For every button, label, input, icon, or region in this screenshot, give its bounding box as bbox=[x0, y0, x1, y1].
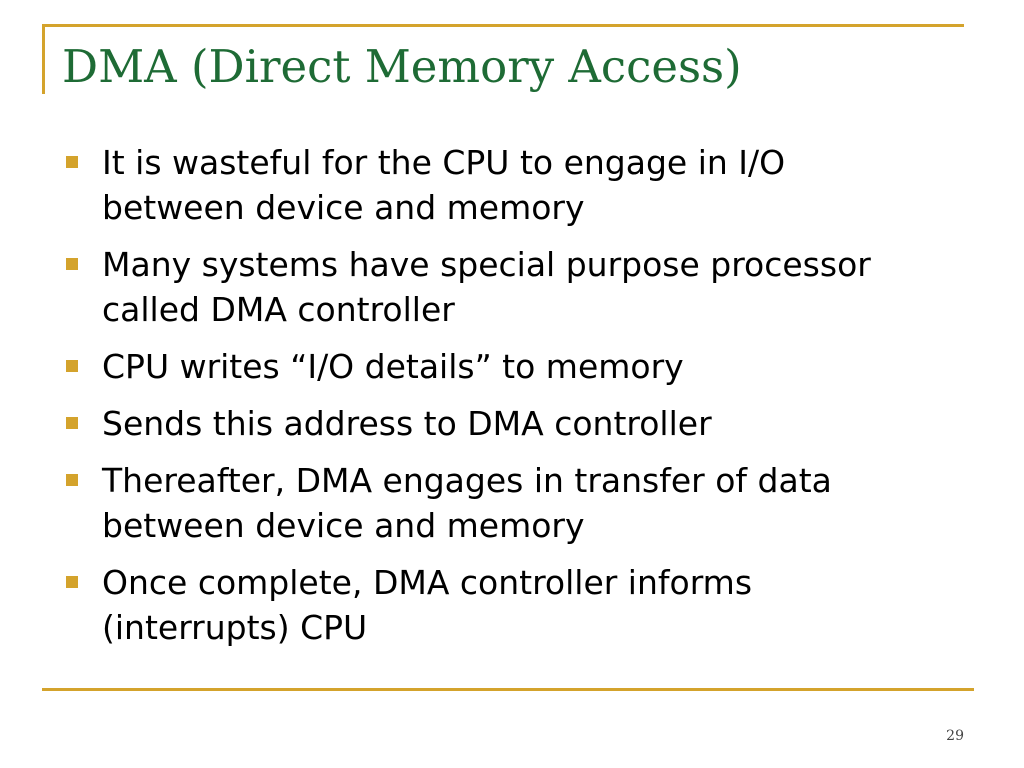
bullet-list: It is wasteful for the CPU to engage in … bbox=[66, 140, 926, 662]
bullet-item: It is wasteful for the CPU to engage in … bbox=[66, 140, 926, 230]
bottom-rule bbox=[42, 688, 974, 691]
bullet-item: Thereafter, DMA engages in transfer of d… bbox=[66, 458, 926, 548]
bullet-text: Many systems have special purpose proces… bbox=[102, 245, 871, 329]
left-rule bbox=[42, 24, 45, 94]
bullet-text: Sends this address to DMA controller bbox=[102, 404, 712, 443]
bullet-text: Once complete, DMA controller informs (i… bbox=[102, 563, 753, 647]
bullet-item: CPU writes “I/O details” to memory bbox=[66, 344, 926, 389]
bullet-text: Thereafter, DMA engages in transfer of d… bbox=[102, 461, 832, 545]
square-bullet-icon bbox=[66, 360, 78, 372]
square-bullet-icon bbox=[66, 258, 78, 270]
square-bullet-icon bbox=[66, 156, 78, 168]
bullet-item: Many systems have special purpose proces… bbox=[66, 242, 926, 332]
square-bullet-icon bbox=[66, 474, 78, 486]
top-rule bbox=[42, 24, 964, 27]
bullet-item: Once complete, DMA controller informs (i… bbox=[66, 560, 926, 650]
square-bullet-icon bbox=[66, 417, 78, 429]
square-bullet-icon bbox=[66, 576, 78, 588]
slide-title: DMA (Direct Memory Access) bbox=[62, 40, 742, 93]
bullet-text: CPU writes “I/O details” to memory bbox=[102, 347, 684, 386]
page-number: 29 bbox=[946, 728, 964, 744]
bullet-item: Sends this address to DMA controller bbox=[66, 401, 926, 446]
bullet-text: It is wasteful for the CPU to engage in … bbox=[102, 143, 786, 227]
